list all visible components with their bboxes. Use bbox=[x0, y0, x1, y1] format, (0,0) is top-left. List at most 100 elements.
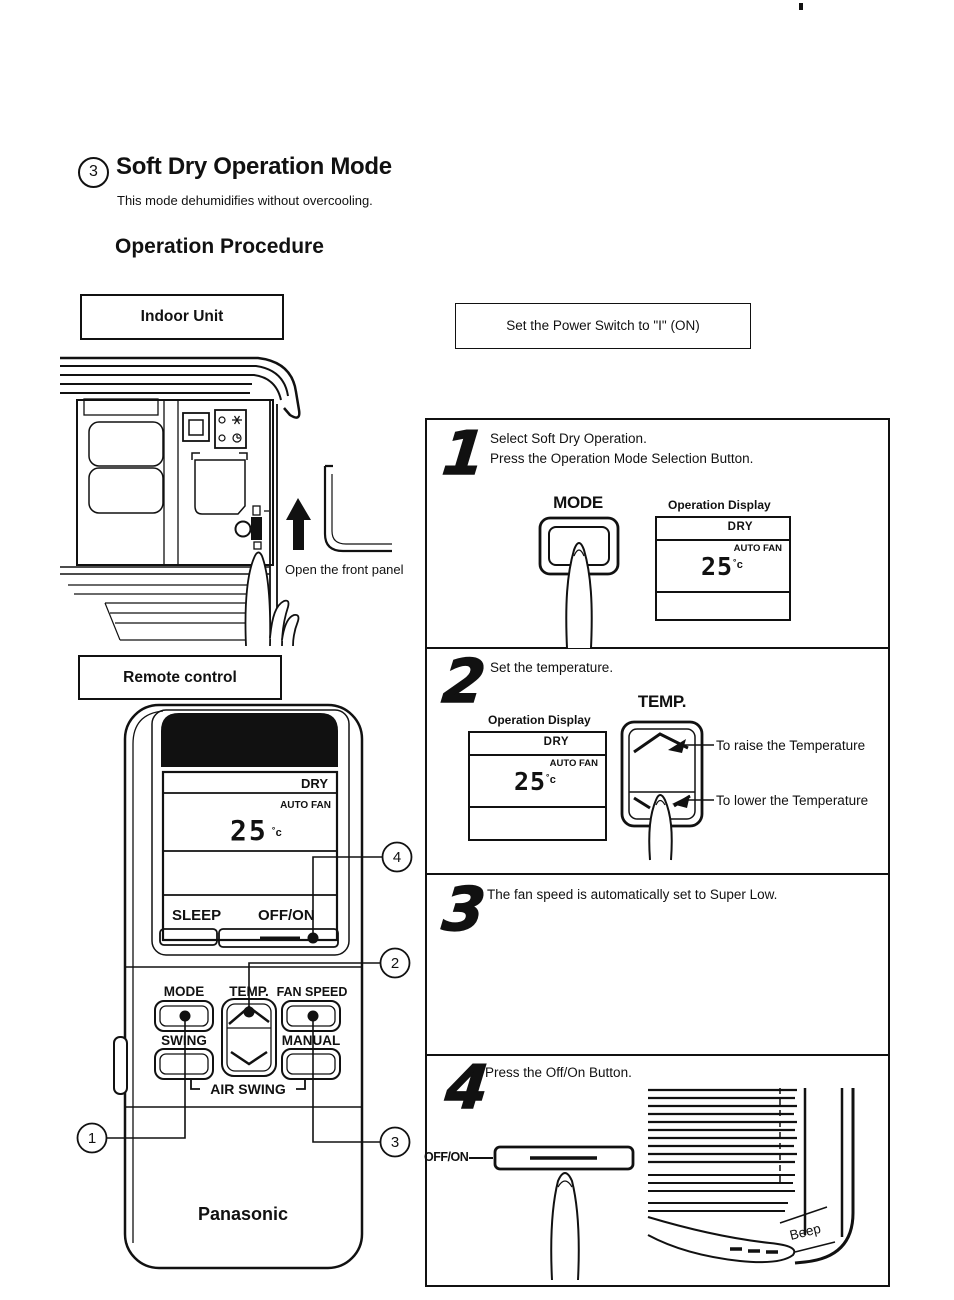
mode-button bbox=[154, 1000, 214, 1032]
step2-temp-button-graphic bbox=[620, 720, 714, 861]
remote-brand: Panasonic bbox=[198, 1204, 288, 1224]
open-panel-caption: Open the front panel bbox=[285, 562, 404, 577]
display-line bbox=[657, 539, 789, 541]
up-arrow-icon bbox=[286, 498, 311, 550]
procedure-heading: Operation Procedure bbox=[115, 235, 324, 258]
pressing-finger bbox=[565, 542, 593, 649]
indicator-panel bbox=[214, 409, 247, 449]
step1-mode-label: MODE bbox=[553, 493, 603, 512]
sleep-button bbox=[159, 928, 218, 946]
remote-swing-label: SWING bbox=[161, 1033, 207, 1048]
louver-lines bbox=[648, 1088, 797, 1164]
indoor-unit-illustration bbox=[60, 356, 392, 647]
filter-right bbox=[88, 467, 164, 514]
callout-line-4 bbox=[312, 856, 382, 938]
display-temp: 25˚c bbox=[514, 767, 556, 796]
callout-circle-1 bbox=[76, 1122, 108, 1154]
step2-temp-label: TEMP. bbox=[637, 692, 687, 711]
section-number-badge: 3 bbox=[78, 157, 109, 188]
step1-line2: Press the Operation Mode Selection Butto… bbox=[490, 451, 754, 466]
vent-dashes bbox=[730, 1247, 778, 1254]
raise-arrowhead bbox=[668, 739, 686, 753]
divider-step1-2 bbox=[427, 647, 888, 649]
remote-mode-label: MODE bbox=[164, 984, 205, 999]
page-subtitle: This mode dehumidifies without overcooli… bbox=[117, 193, 373, 208]
ir-window bbox=[161, 713, 338, 767]
step2-display-label: Operation Display bbox=[488, 713, 591, 727]
remote-lcd-temp-unit: ˚c bbox=[272, 827, 282, 839]
callout-number-2: 2 bbox=[391, 955, 399, 972]
pressing-finger bbox=[648, 794, 673, 861]
step2-lower-note: To lower the Temperature bbox=[716, 793, 869, 808]
remote-manual-label: MANUAL bbox=[282, 1033, 341, 1048]
scan-artifact bbox=[799, 3, 803, 10]
step3-number: 3 bbox=[439, 874, 490, 946]
remote-control-illustration: 1 2 3 4 DRY AUTO FAN 25 ˚c SLEEP OFF/ON … bbox=[76, 703, 413, 1270]
fan-speed-button bbox=[281, 1000, 341, 1032]
step4-offon-label: OFF/ON bbox=[424, 1150, 469, 1164]
swing-button bbox=[154, 1048, 214, 1080]
offon-button bbox=[493, 1145, 635, 1171]
divider-step2-3 bbox=[427, 873, 888, 875]
remote-lcd-offon: OFF/ON bbox=[258, 907, 315, 924]
unit-right-edge bbox=[794, 1088, 855, 1265]
step4-line1: Press the Off/On Button. bbox=[485, 1065, 632, 1080]
temp-up-chevron bbox=[633, 732, 689, 754]
offon-callout-line bbox=[469, 1157, 493, 1159]
step1-display-label: Operation Display bbox=[668, 498, 771, 512]
lower-arrowhead bbox=[672, 795, 690, 808]
remote-lcd-sleep: SLEEP bbox=[172, 907, 221, 924]
callout-number-1: 1 bbox=[88, 1130, 96, 1147]
remote-temp-label: TEMP. bbox=[229, 984, 269, 999]
cool-icon bbox=[232, 415, 242, 425]
display-line bbox=[470, 754, 605, 756]
pressing-finger bbox=[550, 1172, 580, 1281]
remote-air-swing-label: AIR SWING bbox=[210, 1081, 286, 1097]
remote-lcd bbox=[161, 770, 339, 942]
display-temp: 25˚c bbox=[701, 552, 743, 581]
step1-operation-display: DRY AUTO FAN 25˚c bbox=[655, 516, 791, 621]
filter-left bbox=[88, 421, 164, 467]
remote-lcd-fan: AUTO FAN bbox=[280, 800, 331, 811]
power-note-box: Set the Power Switch to "I" (ON) bbox=[455, 303, 751, 349]
step2-number: 2 bbox=[439, 646, 490, 718]
step1-mode-button-graphic bbox=[538, 516, 620, 649]
callout-circle-4 bbox=[381, 841, 413, 873]
callout-line-1 bbox=[107, 1016, 186, 1139]
divider-step3-4 bbox=[427, 1054, 888, 1056]
power-switch bbox=[234, 520, 252, 538]
page-title: Soft Dry Operation Mode bbox=[116, 153, 392, 180]
offon-button bbox=[218, 928, 339, 948]
callout-number-4: 4 bbox=[393, 849, 401, 866]
display-fan: AUTO FAN bbox=[733, 543, 782, 554]
front-panel-outline bbox=[323, 464, 392, 553]
indoor-unit-label-box: Indoor Unit bbox=[80, 294, 284, 340]
step2-raise-note: To raise the Temperature bbox=[716, 738, 866, 753]
display-fan: AUTO FAN bbox=[549, 758, 598, 769]
manual-button bbox=[281, 1048, 341, 1080]
callout-circle-3 bbox=[379, 1126, 411, 1158]
callout-number-3: 3 bbox=[391, 1134, 399, 1151]
display-mode: DRY bbox=[727, 521, 753, 533]
step4-number: 4 bbox=[442, 1052, 493, 1124]
temp-down-chevron bbox=[230, 1050, 268, 1066]
bottom-panel-curve bbox=[647, 1216, 796, 1264]
callout-circle-2 bbox=[379, 947, 411, 979]
step1-number: 1 bbox=[439, 418, 490, 490]
callout-line-2 bbox=[248, 962, 380, 1012]
remote-fan-speed-label: FAN SPEED bbox=[277, 985, 348, 999]
display-mode: DRY bbox=[543, 736, 569, 748]
unit-button bbox=[182, 412, 210, 442]
step1-line1: Select Soft Dry Operation. bbox=[490, 431, 647, 446]
step2-operation-display: DRY AUTO FAN 25˚c bbox=[468, 731, 607, 841]
beep-label: Beep bbox=[788, 1221, 822, 1243]
beep-lines bbox=[779, 1206, 836, 1253]
display-line bbox=[470, 806, 605, 808]
callout-line-3 bbox=[312, 1016, 380, 1143]
step4-indoor-unit-graphic: Beep bbox=[647, 1088, 855, 1265]
display-line bbox=[657, 591, 789, 593]
remote-lcd-mode: DRY bbox=[301, 776, 328, 791]
step4-offon-button-graphic bbox=[493, 1145, 635, 1281]
step3-line1: The fan speed is automatically set to Su… bbox=[487, 887, 778, 902]
